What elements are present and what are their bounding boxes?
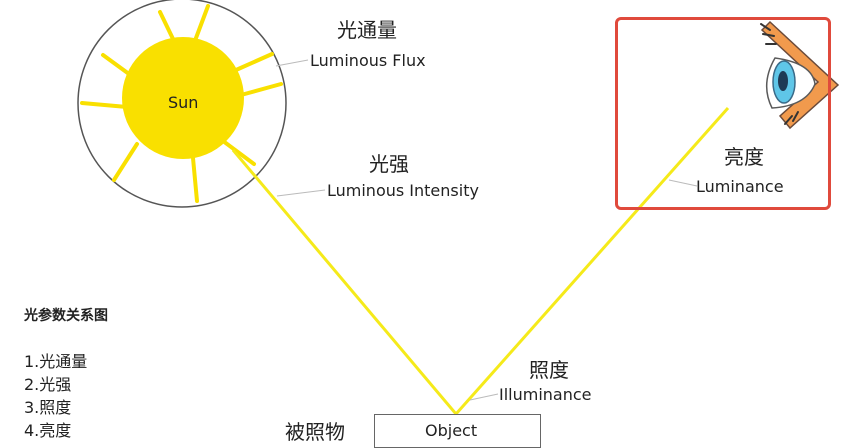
flux-en-label: Luminous Flux [310,51,426,70]
legend-item: 1.光通量 [24,352,88,371]
object-cn-label: 被照物 [285,420,345,444]
flux-cn-label: 光通量 [337,18,397,42]
legend-item: 3.照度 [24,398,72,417]
object-box [374,414,541,448]
legend-item: 4.亮度 [24,421,72,440]
intensity-cn-label: 光强 [369,152,409,176]
object-en-label: Object [425,421,478,440]
illuminance-en-label: Illuminance [499,385,592,404]
legend-title: 光参数关系图 [24,308,108,324]
sun [122,37,244,159]
legend-list: 1.光通量 2.光强 3.照度 4.亮度 [24,350,87,442]
legend-item: 2.光强 [24,375,72,394]
illuminance-cn-label: 照度 [529,358,569,382]
eye-icon [760,20,840,130]
luminance-cn-label: 亮度 [724,145,764,169]
sun-label: Sun [168,93,199,112]
intensity-en-label: Luminous Intensity [327,181,479,200]
luminance-highlight-box [615,17,831,210]
luminance-en-label: Luminance [696,177,784,196]
sun-outer-circle [77,0,287,208]
leader-lines [275,59,698,401]
